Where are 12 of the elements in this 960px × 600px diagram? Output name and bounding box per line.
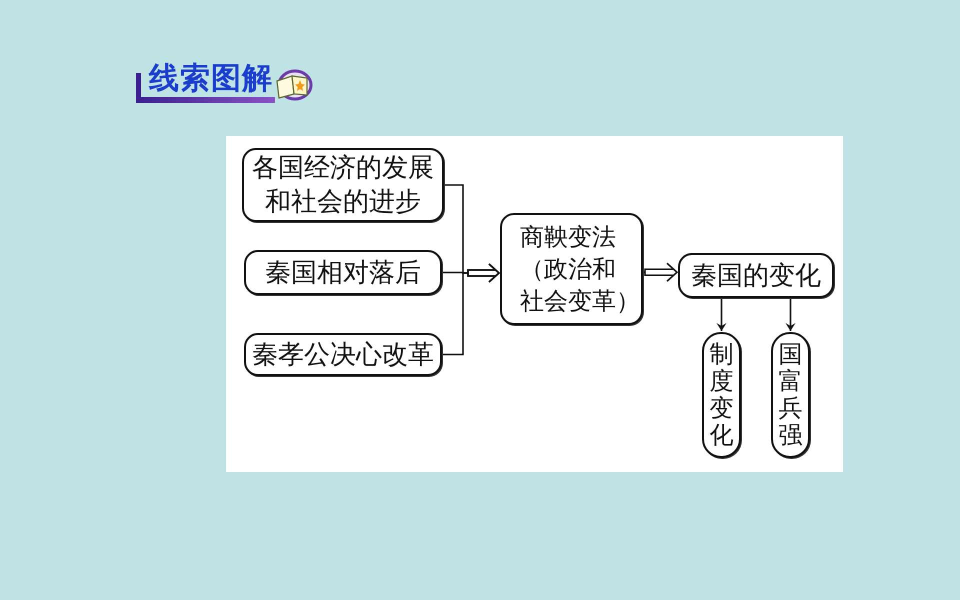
rounded-box: 秦国的变化: [678, 253, 834, 298]
arrow: [786, 298, 796, 331]
rounded-box: 秦国相对落后: [244, 250, 442, 295]
rounded-box: 各国经济的发展和社会的进步: [242, 148, 444, 222]
pill-box: 制度变化: [702, 332, 741, 458]
double-arrow: [442, 263, 500, 356]
rounded-box: 秦孝公决心改革: [244, 333, 442, 376]
pill-box: 国富兵强: [771, 332, 810, 458]
title: 线索图解: [136, 61, 275, 103]
arrow: [716, 298, 726, 331]
double-arrow: [643, 262, 678, 282]
rounded-box: 商鞅变法（政治和社会变革）: [500, 213, 643, 325]
